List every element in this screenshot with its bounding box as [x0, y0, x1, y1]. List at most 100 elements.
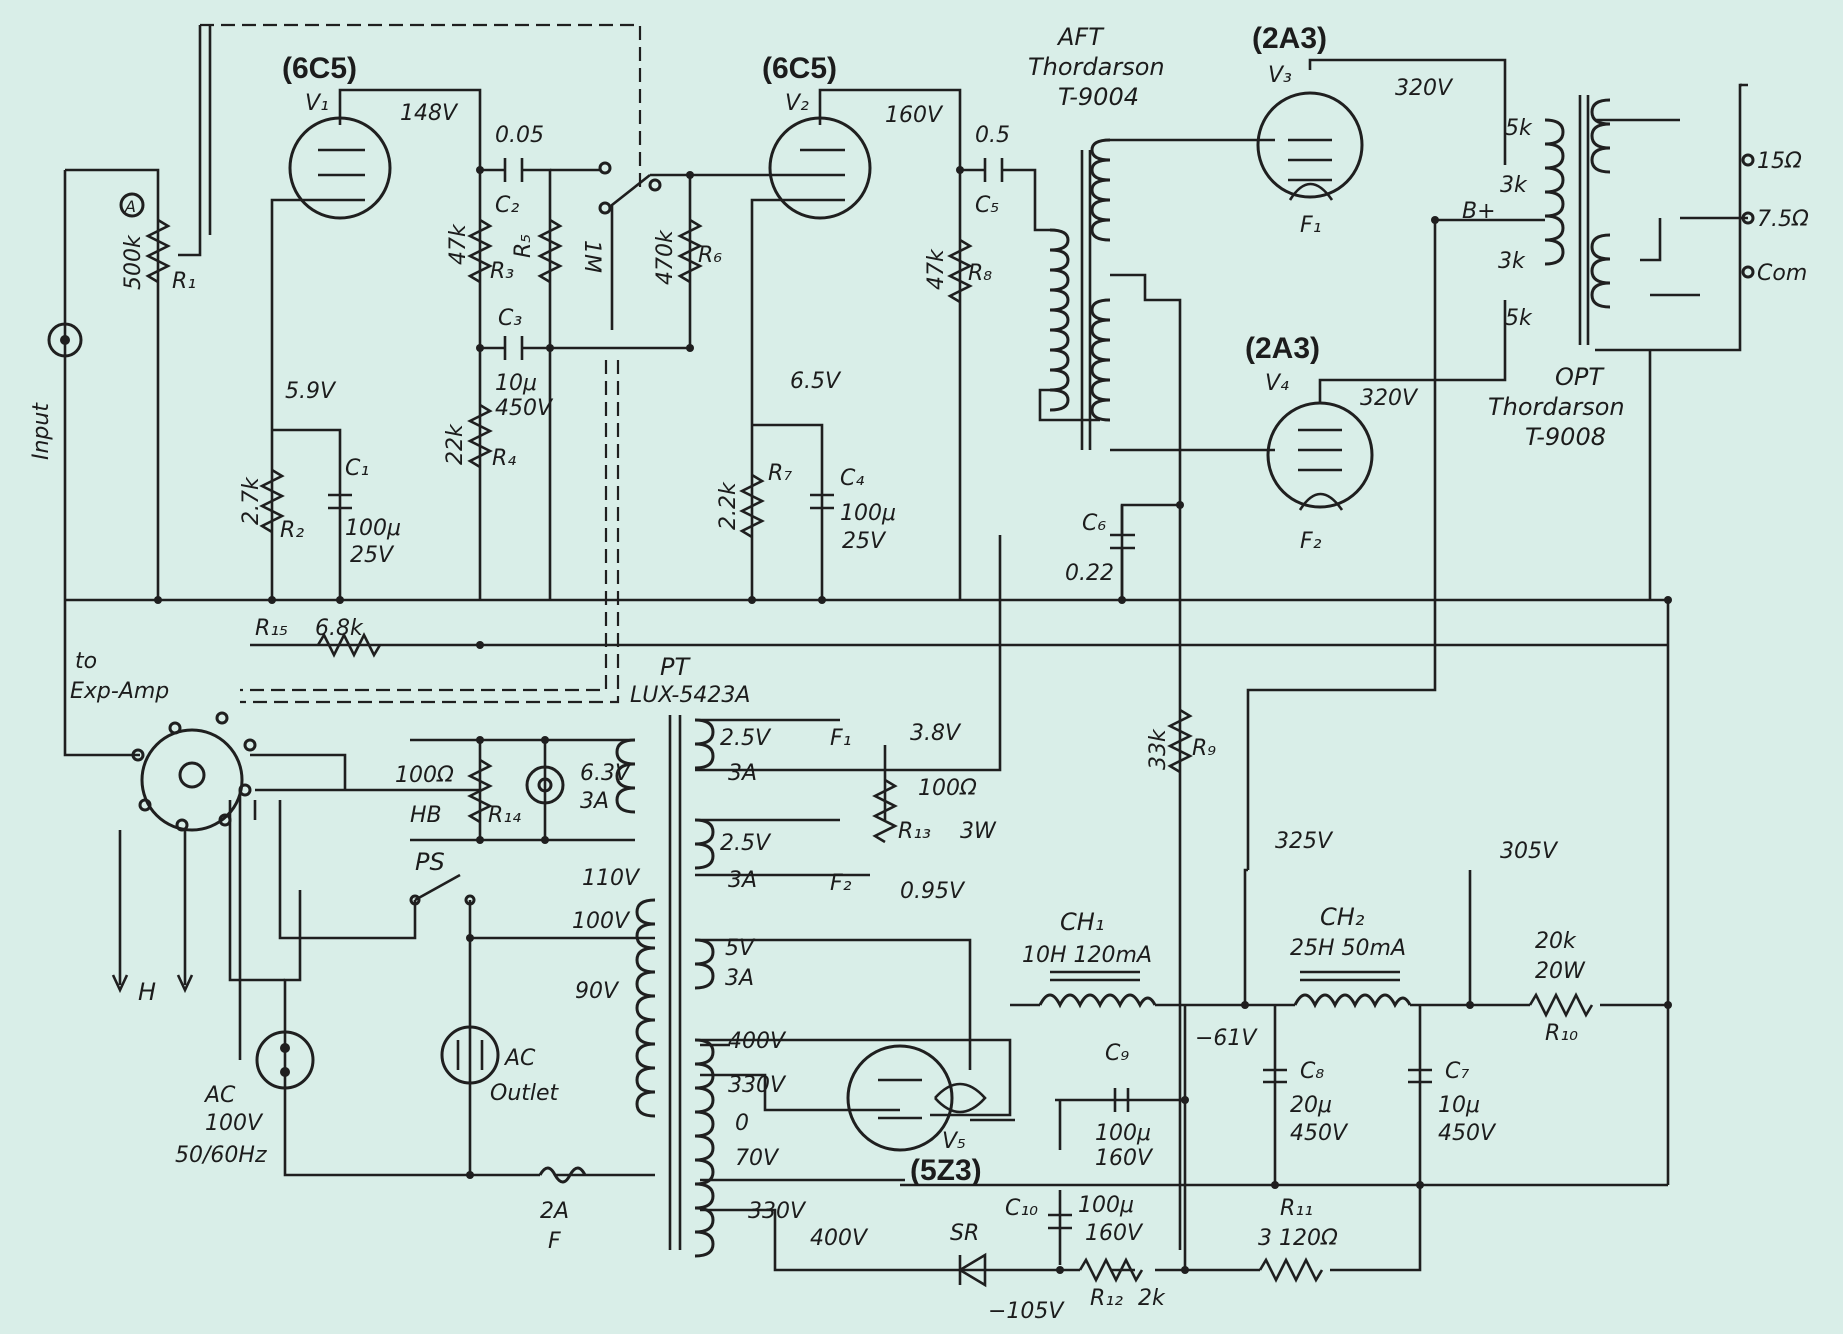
r2-symbol: [259, 468, 285, 534]
c7-voltage: 450V: [1438, 1121, 1497, 1146]
pt-s2-filament: F₂: [830, 871, 852, 896]
c7-ref: C₇: [1445, 1059, 1469, 1084]
c3-value: 10μ: [495, 371, 537, 396]
ch1-name: CH₁: [1060, 908, 1104, 936]
v4-plate-voltage: 320V: [1360, 386, 1419, 411]
c2-symbol: [503, 158, 524, 182]
opt-tap-5k-top: 5k: [1505, 116, 1533, 141]
r11-symbol: [1258, 1257, 1324, 1283]
r2-value: 2.7k: [239, 476, 264, 525]
ac-outlet-symbol: [440, 1025, 500, 1085]
selector-switch-contact[interactable]: [598, 161, 612, 175]
v3-type-label: (2A3): [1252, 22, 1327, 55]
aft-model: T-9004: [1058, 83, 1139, 111]
tube-v1-symbol: [288, 116, 392, 220]
r13-top-voltage: 3.8V: [910, 721, 962, 746]
v1-ref-label: V₁: [305, 91, 329, 116]
c6-value: 0.22: [1065, 561, 1114, 586]
v5-type-label: (5Z3): [910, 1154, 982, 1187]
tube-v2-symbol: [768, 116, 872, 220]
r12-symbol: [1078, 1257, 1144, 1283]
ac-input-label-3: 50/60Hz: [175, 1143, 267, 1168]
r13-bottom-voltage: 0.95V: [900, 879, 966, 904]
c9-voltage: 160V: [1095, 1146, 1154, 1171]
tube-v4-symbol: [1266, 401, 1374, 509]
c9-symbol: [1113, 1088, 1130, 1112]
c6-ref: C₆: [1082, 511, 1106, 536]
r15-value: 6.8k: [315, 616, 364, 641]
fuse-symbol: [538, 1166, 587, 1184]
ch2-core: [1300, 970, 1400, 982]
c9-value: 100μ: [1095, 1121, 1151, 1146]
c3-symbol: [503, 336, 524, 360]
pt-hv-400v-b: 400V: [810, 1226, 869, 1251]
terminal-15ohm[interactable]: [1741, 153, 1755, 167]
terminal-7-5ohm[interactable]: [1741, 211, 1755, 225]
r9-value: 33k: [1146, 728, 1171, 770]
r14-symbol: [467, 758, 493, 824]
v3-ref-label: V₃: [1268, 63, 1292, 88]
input-label: Input: [29, 402, 54, 460]
opt-brand: Thordarson: [1488, 393, 1625, 421]
opt-bplus: B+: [1462, 199, 1496, 224]
junctions: [154, 166, 1672, 1274]
ch1-spec: 10H 120mA: [1022, 943, 1152, 968]
opt-out-7-5ohm: 7.5Ω: [1757, 207, 1809, 232]
r13-value: 100Ω: [918, 776, 977, 801]
neg-105v-label: −105V: [988, 1299, 1065, 1324]
pt-primary-110v: 110V: [582, 866, 641, 891]
fuse-rating: 2A: [540, 1199, 569, 1224]
r3-ref: R₃: [490, 259, 514, 284]
b-plus-305v: 305V: [1500, 839, 1559, 864]
r12-ref: R₁₂: [1090, 1286, 1123, 1311]
r5-value: 1M: [579, 240, 604, 273]
octal-socket-symbol: [140, 728, 244, 832]
c7-value: 10μ: [1438, 1093, 1480, 1118]
aft-brand: Thordarson: [1028, 53, 1165, 81]
pt-label: PT: [660, 653, 691, 681]
c8-symbol: [1263, 1068, 1287, 1084]
c7-symbol: [1408, 1068, 1432, 1084]
v3-filament-label: F₁: [1300, 213, 1321, 238]
labels: (6C5) V₁ 148V 5.9V (6C5) V₂ 160V 6.5V (2…: [29, 22, 1809, 1324]
r1-value: 500k: [121, 234, 146, 290]
c1-ref: C₁: [345, 456, 369, 481]
neg-61v-label: −61V: [1195, 1026, 1258, 1051]
v4-type-label: (2A3): [1245, 332, 1320, 365]
r2-ref: R₂: [280, 518, 304, 543]
pt-primary-90v: 90V: [575, 979, 620, 1004]
r6-ref: R₆: [698, 243, 722, 268]
ac-input-label-2: 100V: [205, 1111, 264, 1136]
ac-input-label-1: AC: [203, 1083, 236, 1108]
pt-hv-330v: 330V: [728, 1073, 787, 1098]
r8-symbol: [947, 238, 973, 304]
v1-type-label: (6C5): [282, 52, 357, 85]
components: [47, 88, 1755, 1288]
power-switch-symbol[interactable]: [414, 873, 461, 902]
c8-value: 20μ: [1290, 1093, 1332, 1118]
r4-value: 22k: [443, 423, 468, 465]
to-exp-amp-label-2: Exp-Amp: [70, 679, 169, 704]
v2-type-label: (6C5): [762, 52, 837, 85]
tube-v3-symbol: [1256, 91, 1364, 199]
terminal-com[interactable]: [1741, 265, 1755, 279]
c4-value: 100μ: [840, 501, 896, 526]
r9-ref: R₉: [1192, 736, 1216, 761]
c4-voltage: 25V: [842, 529, 887, 554]
pt-s1-filament: F₁: [830, 726, 851, 751]
c10-symbol: [1048, 1213, 1072, 1230]
sr-label: SR: [950, 1221, 979, 1246]
input-marker-label: A: [124, 197, 136, 216]
c8-voltage: 450V: [1290, 1121, 1349, 1146]
c8-ref: C₈: [1300, 1059, 1324, 1084]
r6-value: 470k: [653, 229, 678, 285]
v4-filament-label: F₂: [1300, 529, 1322, 554]
pt-primary-symbol: [635, 898, 656, 1118]
r11-ref: R₁₁: [1280, 1196, 1313, 1221]
ch1-core: [1050, 970, 1140, 982]
opt-out-15ohm: 15Ω: [1757, 149, 1802, 174]
r1-ref: R₁: [172, 269, 196, 294]
r13-ref: R₁₃: [898, 819, 931, 844]
